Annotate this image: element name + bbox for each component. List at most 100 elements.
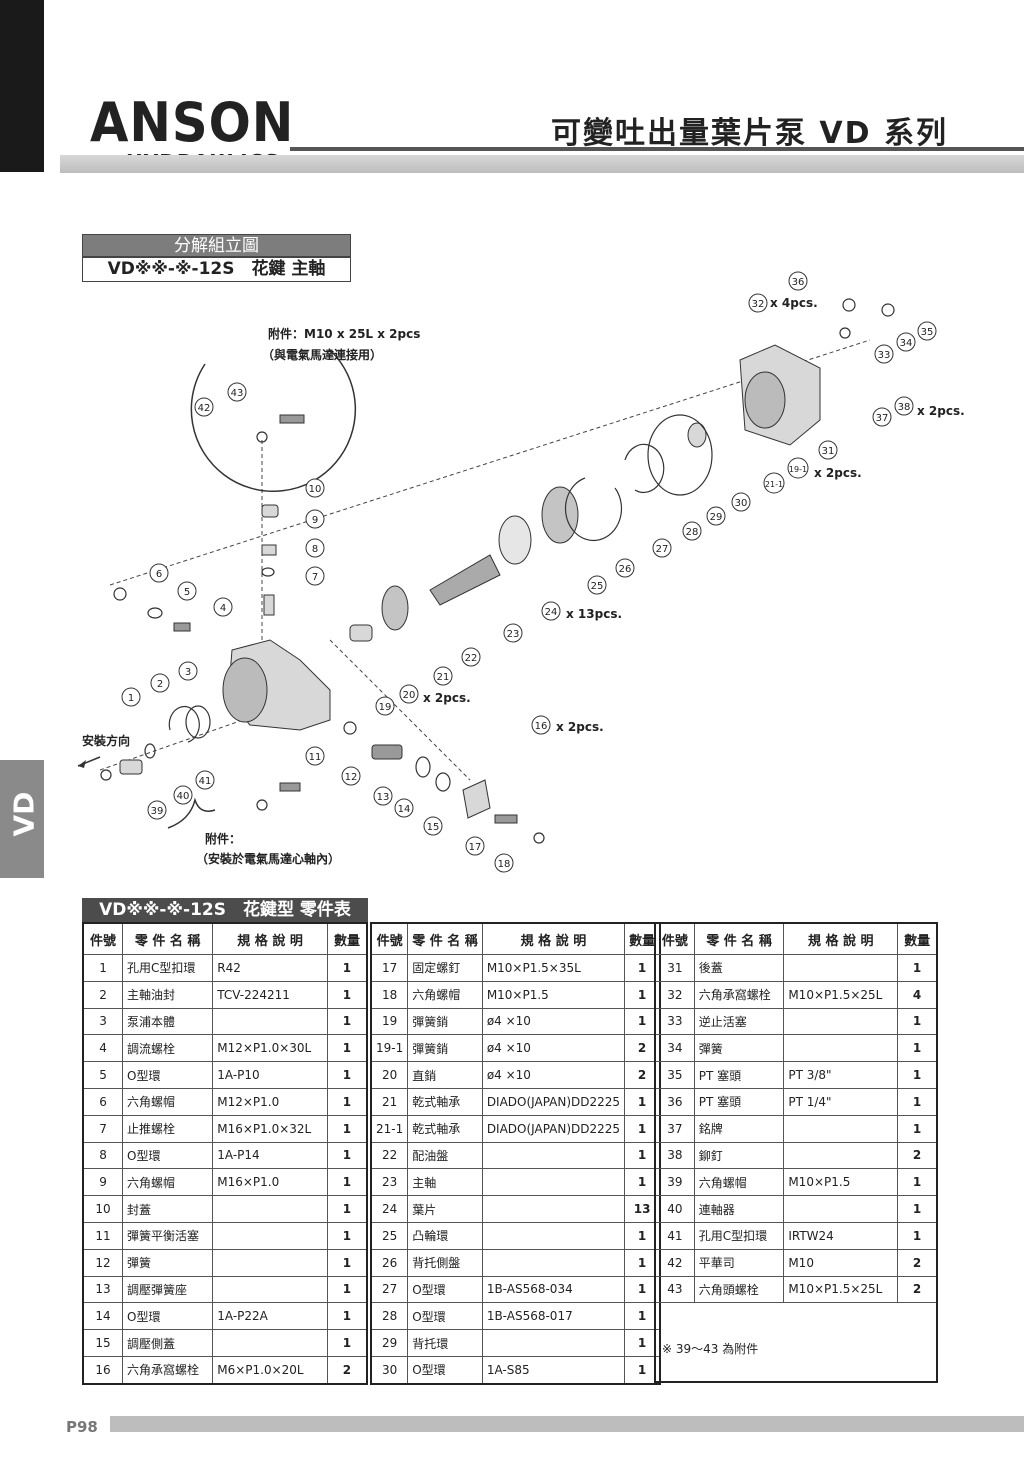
part-spec: TCV-224211 [212, 980, 328, 1009]
part-no: 2 [82, 980, 124, 1009]
header-band [60, 155, 1024, 173]
part-spec: R42 [212, 954, 328, 982]
svg-text:14: 14 [398, 804, 411, 815]
part-spec [212, 1007, 328, 1036]
part-no: 27 [370, 1275, 409, 1304]
table-header-cell: 規 格 說 明 [783, 922, 899, 955]
part-qty: 1 [897, 1221, 938, 1250]
callout: 15 [423, 816, 443, 836]
callout: 5 [177, 581, 197, 601]
part-name: PT 塞頭 [693, 1087, 785, 1116]
part-spec: DIADO(JAPAN)DD2225 [481, 1087, 626, 1116]
table-header-cell: 零 件 名 稱 [693, 922, 785, 955]
svg-text:26: 26 [619, 564, 632, 575]
part-no: 29 [370, 1329, 409, 1357]
part-name: 主軸 [407, 1168, 483, 1197]
part-name: 六角承窩螺栓 [122, 1355, 214, 1385]
acc-bottom-label: 附件： [205, 832, 242, 846]
part-spec [783, 1007, 899, 1036]
part-name: 乾式軸承 [407, 1114, 483, 1143]
part-qty: 1 [897, 1034, 938, 1063]
part-no: 13 [82, 1275, 124, 1304]
part-name: 逆止活塞 [693, 1007, 785, 1036]
part-name: 主軸油封 [122, 980, 214, 1009]
table-header-cell: 零 件 名 稱 [407, 922, 483, 955]
part-no: 40 [654, 1195, 695, 1223]
footer-bar [110, 1416, 1024, 1432]
svg-text:20: 20 [403, 690, 416, 701]
callout: 2 [150, 673, 170, 693]
callout: 16 [531, 715, 551, 735]
callout: 3 [178, 661, 198, 681]
part-no: 7 [82, 1114, 124, 1143]
table-header-cell: 數量 [897, 922, 938, 955]
callout: 35 [917, 321, 937, 341]
callout: 19-1 [787, 457, 809, 479]
part-spec: 1B-AS568-017 [481, 1302, 626, 1331]
part-name: PT 塞頭 [693, 1061, 785, 1089]
part-name: 背托環 [407, 1329, 483, 1357]
exploded-diagram: 36 32 35 34 33 38 37 31 19-1 21-1 30 29 … [77, 271, 937, 873]
part-name: O型環 [407, 1302, 483, 1331]
table-header-row: 件號零 件 名 稱規 格 說 明數量 [82, 922, 368, 955]
part-name: 連軸器 [693, 1195, 785, 1223]
part-name: 銘牌 [693, 1114, 785, 1143]
svg-text:36: 36 [792, 277, 805, 288]
part-qty: 1 [326, 1007, 368, 1036]
part-name: 乾式軸承 [407, 1087, 483, 1116]
table-empty-row [655, 1303, 937, 1329]
part-no: 43 [654, 1275, 695, 1304]
part-spec: 1A-P22A [212, 1302, 328, 1331]
parts-table-title: VD※※-※-12S 花鍵型 零件表 [82, 898, 368, 922]
part-name: 後蓋 [693, 954, 785, 982]
callout: 32 [748, 293, 768, 313]
svg-text:37: 37 [876, 413, 889, 424]
brand-logo: ANSON [90, 91, 295, 154]
part-qty: 1 [326, 954, 368, 982]
part-no: 11 [82, 1221, 124, 1250]
part-spec: 1A-P10 [212, 1061, 328, 1089]
callout: 34 [896, 332, 916, 352]
part-spec [212, 1195, 328, 1223]
part-no: 19 [370, 1007, 409, 1036]
svg-text:2: 2 [157, 679, 163, 690]
svg-text:10: 10 [309, 484, 322, 495]
svg-text:5: 5 [184, 587, 190, 598]
part-spec: M12×P1.0×30L [212, 1034, 328, 1063]
part-spec [481, 1141, 626, 1170]
table-header-cell: 件號 [370, 922, 409, 955]
svg-text:30: 30 [735, 498, 748, 509]
part-name: 固定螺釘 [407, 954, 483, 982]
svg-text:33: 33 [878, 350, 891, 361]
part-no: 6 [82, 1087, 124, 1116]
callout: 36 [788, 271, 808, 291]
part-name: 鉚釘 [693, 1141, 785, 1170]
callout: 25 [587, 575, 607, 595]
callout: 18 [494, 853, 514, 873]
part-spec: ø4 ×10 [481, 1061, 626, 1089]
callout: 31 [818, 440, 838, 460]
direction-label: 安裝方向 [82, 734, 131, 748]
part-no: 3 [82, 1007, 124, 1036]
callout: 41 [195, 770, 215, 790]
svg-text:24: 24 [545, 607, 558, 618]
part-no: 20 [370, 1061, 409, 1089]
svg-text:39: 39 [151, 806, 164, 817]
